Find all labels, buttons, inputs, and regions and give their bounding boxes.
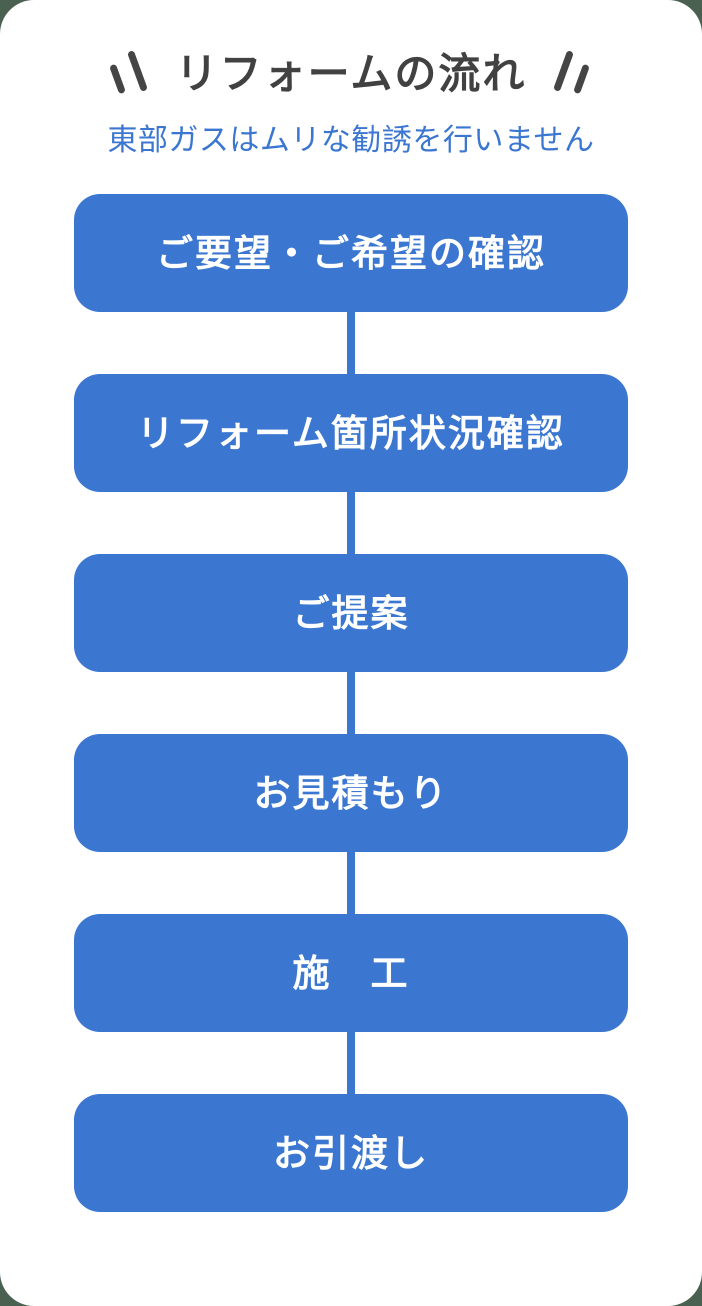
flow-step-5: 施 工: [74, 914, 628, 1032]
step-box[interactable]: ご提案: [74, 554, 628, 672]
flow-connector: [347, 1032, 355, 1094]
double-slash-decoration-icon: [548, 48, 594, 100]
title-row: リフォームの流れ: [0, 44, 702, 104]
step-label: ご提案: [292, 592, 410, 634]
flow-connector: [347, 492, 355, 554]
flow-step-2: リフォーム箇所状況確認: [74, 374, 628, 492]
header: リフォームの流れ 東部ガスはムリな勧誘を行いません: [0, 0, 702, 156]
step-box[interactable]: 施 工: [74, 914, 628, 1032]
double-backslash-decoration-icon: [108, 48, 154, 100]
page-subtitle: 東部ガスはムリな勧誘を行いません: [107, 124, 595, 157]
flow-step-6: お引渡し: [74, 1094, 628, 1212]
step-label: ご要望・ご希望の確認: [156, 232, 546, 274]
flow-connector: [347, 852, 355, 914]
flow-connector: [347, 672, 355, 734]
page-title: リフォームの流れ: [175, 50, 527, 97]
step-box[interactable]: お引渡し: [74, 1094, 628, 1212]
step-label: お見積もり: [253, 772, 449, 814]
step-box[interactable]: ご要望・ご希望の確認: [74, 194, 628, 312]
step-box[interactable]: お見積もり: [74, 734, 628, 852]
flow-step-4: お見積もり: [74, 734, 628, 852]
flow-step-1: ご要望・ご希望の確認: [74, 194, 628, 312]
flow-connector: [347, 312, 355, 374]
step-label: 施 工: [292, 952, 410, 994]
step-label: お引渡し: [273, 1132, 429, 1174]
flow-step-3: ご提案: [74, 554, 628, 672]
step-box[interactable]: リフォーム箇所状況確認: [74, 374, 628, 492]
step-label: リフォーム箇所状況確認: [137, 412, 565, 454]
reform-flow-diagram: ご要望・ご希望の確認 リフォーム箇所状況確認 ご提案 お見積もり 施 工: [74, 156, 628, 1212]
